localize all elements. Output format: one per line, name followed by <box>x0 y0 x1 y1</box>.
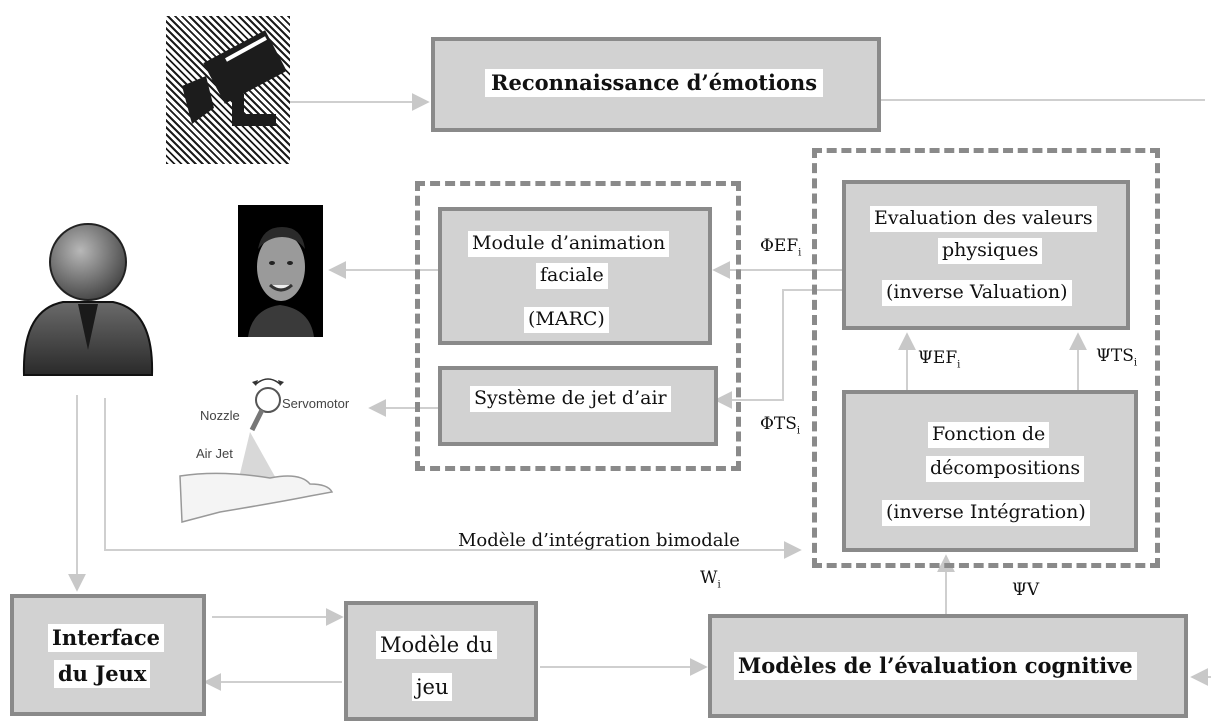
game-model-line2: jeu <box>412 673 453 702</box>
phi-ts-sub: i <box>796 425 801 437</box>
psi-ef-sub: i <box>957 359 961 371</box>
facial-animation-box: Module d’animation faciale (MARC) <box>438 207 712 345</box>
facial-animation-line1: Module d’animation <box>468 231 670 257</box>
emotion-recognition-box: Reconnaissance d’émotions <box>431 37 881 132</box>
facial-animation-line2: faciale <box>536 263 608 289</box>
w-base: W <box>700 568 718 588</box>
inverse-group-frame <box>812 148 1160 568</box>
physical-values-line3: (inverse Valuation) <box>882 280 1072 306</box>
cognitive-models-label: Modèles de l’évaluation cognitive <box>734 652 1137 681</box>
psi-ts-base: ΨTS <box>1096 346 1134 366</box>
phi-ts-label: ΦTSi <box>760 414 800 436</box>
game-interface-line2: du Jeux <box>54 660 151 689</box>
phi-ef-sub: i <box>798 247 802 259</box>
user-avatar-icon <box>18 210 158 380</box>
physical-values-line1: Evaluation des valeurs <box>870 206 1097 232</box>
psi-ts-sub: i <box>1133 357 1138 369</box>
game-interface-line1: Interface <box>48 624 165 653</box>
game-model-line1: Modèle du <box>376 631 497 660</box>
nozzle-label: Nozzle <box>200 408 240 423</box>
psi-ef-label: ΨEFi <box>918 348 960 370</box>
camera-shape <box>182 30 287 126</box>
facial-animation-line3: (MARC) <box>524 307 609 333</box>
game-model-box: Modèle du jeu <box>344 601 538 721</box>
psi-ts-label: ΨTSi <box>1096 346 1137 368</box>
servomotor-label: Servomotor <box>282 396 350 411</box>
air-jet-system-box: Système de jet d’air <box>438 366 718 446</box>
w-sub: i <box>717 579 721 591</box>
cognitive-models-box: Modèles de l’évaluation cognitive <box>708 614 1188 718</box>
phi-ts-base: ΦTS <box>760 414 797 434</box>
output-group-frame <box>415 181 741 471</box>
air-jet-system-label: Système de jet d’air <box>470 386 671 412</box>
decomposition-line3: (inverse Intégration) <box>882 500 1090 526</box>
w-label: Wi <box>700 568 721 590</box>
air-jet-label: Air Jet <box>196 446 233 461</box>
phi-ef-label: ΦEFi <box>760 236 801 258</box>
face-avatar-image <box>238 205 323 337</box>
physical-values-line2: physiques <box>938 238 1043 264</box>
bimodal-label: Modèle d’intégration bimodale <box>458 530 740 551</box>
game-interface-box: Interface du Jeux <box>10 594 206 716</box>
decomposition-line1: Fonction de <box>928 422 1050 448</box>
decomposition-box: Fonction de décompositions (inverse Inté… <box>842 390 1138 552</box>
air-jet-device-illustration <box>160 372 370 527</box>
emotion-recognition-label: Reconnaissance d’émotions <box>485 69 824 98</box>
phi-ef-base: ΦEF <box>760 236 799 256</box>
psi-ef-base: ΨEF <box>918 348 958 368</box>
decomposition-line2: décompositions <box>926 456 1085 482</box>
physical-values-box: Evaluation des valeurs physiques (invers… <box>842 180 1130 330</box>
psi-v-label: ΨV <box>1012 580 1040 600</box>
camera-icon <box>166 16 290 164</box>
